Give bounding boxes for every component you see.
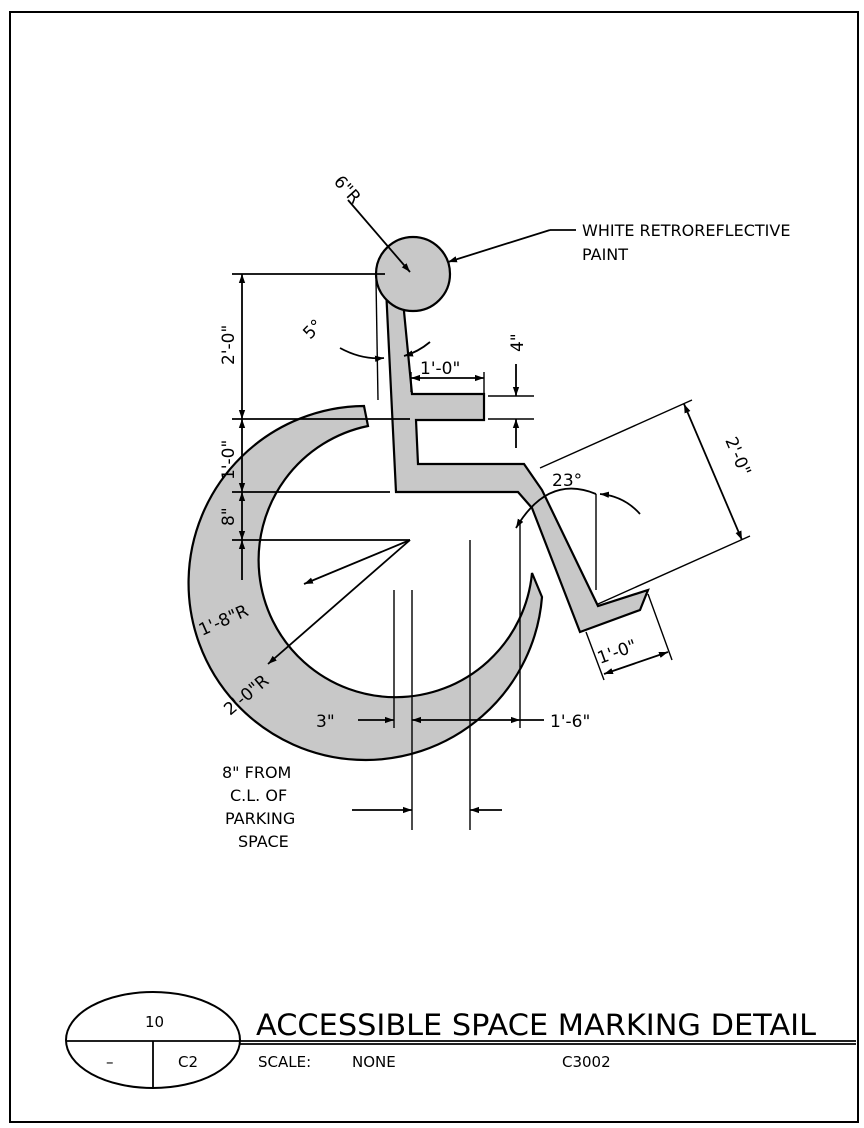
scale-label: SCALE:	[258, 1053, 311, 1071]
foot-length-dim: 1'-0"	[585, 593, 673, 681]
callout-line1: WHITE RETROREFLECTIVE	[582, 221, 790, 240]
angle-5-label: 5°	[299, 316, 327, 344]
scale-value: NONE	[352, 1053, 396, 1071]
centerline-note-3: PARKING	[225, 809, 295, 828]
drawing-title: ACCESSIBLE SPACE MARKING DETAIL	[256, 1008, 816, 1042]
head-radius-label: 6"R	[329, 172, 364, 208]
centerline-dim: 8" FROM C.L. OF PARKING SPACE	[222, 763, 502, 851]
wheel-ring	[187, 404, 544, 762]
horizontal-offset-dims: 3" 1'-6"	[316, 712, 590, 732]
drawing-number: C3002	[562, 1053, 611, 1071]
vertical-dims: 2'-0" 1'-0" 8"	[219, 273, 410, 580]
sheet-ref-left: –	[106, 1053, 114, 1071]
arm-thickness-label: 4"	[508, 333, 528, 352]
dim-8in-label: 8"	[219, 507, 239, 526]
accessible-symbol	[187, 235, 650, 762]
callout-line2: PAINT	[582, 245, 628, 264]
offset-3in-label: 3"	[316, 712, 335, 732]
body-leg	[383, 266, 650, 634]
detail-number: 10	[145, 1013, 164, 1031]
dim-2ft-label: 2'-0"	[219, 325, 239, 365]
arm-length-label: 1'-0"	[420, 359, 460, 379]
offset-1ft6in-label: 1'-6"	[550, 712, 590, 732]
sheet-border	[9, 11, 859, 1123]
centerline-note-2: C.L. OF	[230, 786, 287, 805]
sheet-ref-right: C2	[178, 1053, 198, 1071]
paint-callout: WHITE RETROREFLECTIVE PAINT	[447, 221, 790, 264]
leg-angle-label: 23°	[552, 471, 582, 491]
title-block: 10 – C2 ACCESSIBLE SPACE MARKING DETAIL …	[65, 991, 856, 1089]
head-radius-dim: 6"R	[329, 172, 411, 273]
head-circle	[374, 235, 452, 313]
bottom-extension-lines	[393, 520, 521, 830]
leg-length-label: 2'-0"	[720, 434, 754, 479]
centerline-note-4: SPACE	[238, 832, 289, 851]
leg-angle-dim: 23°	[515, 471, 641, 590]
arm-length-dim: 1'-0"	[410, 359, 485, 394]
arm-thickness-dim: 4"	[488, 333, 534, 448]
centerline-note-1: 8" FROM	[222, 763, 291, 782]
dim-1ft-label: 1'-0"	[219, 440, 239, 480]
